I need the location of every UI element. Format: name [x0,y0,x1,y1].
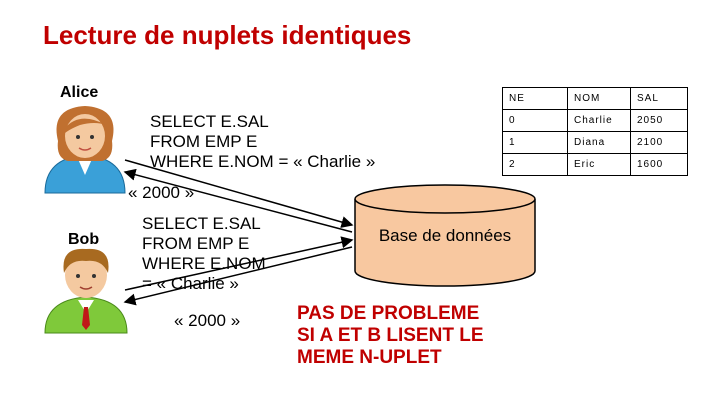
alice-response-arrow [123,168,353,233]
table-cell: 2100 [630,131,688,154]
table-header-ne: NE [502,87,568,110]
table-cell: Eric [567,153,631,176]
alice-request-arrow [124,159,354,228]
database-label: Base de données [378,226,512,245]
table-cell: 2050 [630,109,688,132]
bob-query-line3: WHERE E.NOM [142,254,266,273]
table-header-nom: NOM [567,87,631,110]
table-row: 1 Diana 2100 [502,131,688,154]
table-cell: Charlie [567,109,631,132]
table-cell: 0 [502,109,568,132]
alice-query-line2: FROM EMP E [150,132,258,151]
alice-query: SELECT E.SAL FROM EMP E WHERE E.NOM = « … [150,112,375,172]
table-row: 2 Eric 1600 [502,153,688,176]
alice-result: « 2000 » [128,183,195,202]
database-cylinder [354,184,536,287]
table-header-row: NE NOM SAL [502,87,688,110]
table-cell: 1600 [630,153,688,176]
bob-avatar-icon [44,248,128,334]
bob-query-line4: = « Charlie » [142,274,239,293]
warning-line1: PAS DE PROBLEME [297,303,480,324]
slide-title: Lecture de nuplets identiques [43,20,412,50]
table-cell: 1 [502,131,568,154]
warning-note: PAS DE PROBLEME SI A ET B LISENT LE MEME… [297,303,484,369]
bob-request-arrow [124,236,354,291]
table-cell: Diana [567,131,631,154]
bob-query-line2: FROM EMP E [142,234,250,253]
warning-line3: MEME N-UPLET [297,347,442,368]
bob-name: Bob [68,231,100,248]
alice-query-line3: WHERE E.NOM = « Charlie » [150,152,376,171]
alice-query-line1: SELECT E.SAL [150,112,269,131]
table-header-sal: SAL [630,87,688,110]
bob-query-line1: SELECT E.SAL [142,214,261,233]
table-cell: 2 [502,153,568,176]
bob-response-arrow [123,246,353,306]
alice-avatar-icon [44,106,126,194]
emp-table: NE NOM SAL 0 Charlie 2050 1 Diana 2100 2… [502,87,688,176]
alice-name: Alice [60,84,99,101]
bob-query: SELECT E.SAL FROM EMP E WHERE E.NOM = « … [142,214,266,294]
warning-line2: SI A ET B LISENT LE [297,325,484,346]
table-row: 0 Charlie 2050 [502,109,688,132]
bob-result: « 2000 » [174,311,241,330]
